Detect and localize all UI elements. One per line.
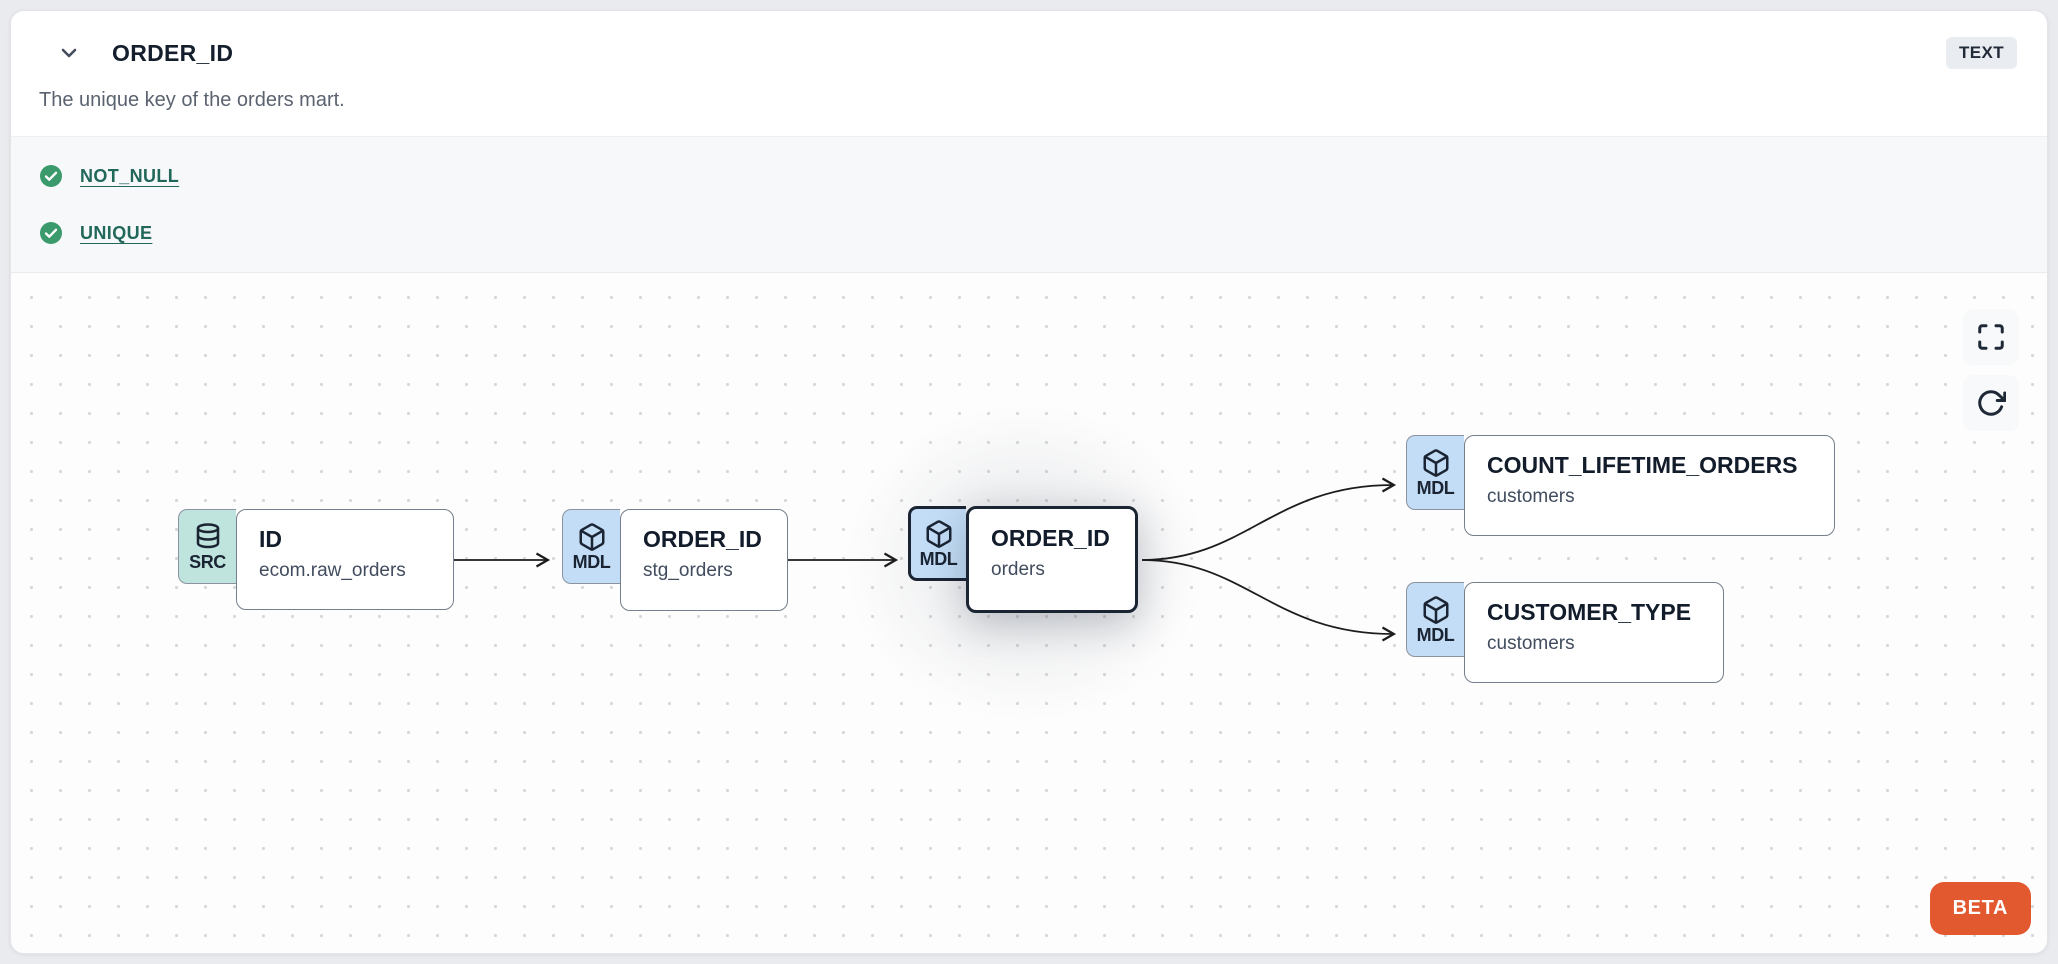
- node-kind-badge: SRC: [178, 509, 236, 584]
- cube-icon: [1423, 449, 1448, 477]
- canvas-controls: [1963, 309, 2019, 431]
- node-title: ID: [259, 526, 282, 552]
- node-kind-badge: MDL: [562, 509, 620, 584]
- tests-section: NOT_NULL UNIQUE: [11, 136, 2047, 273]
- test-link-not-null[interactable]: NOT_NULL: [80, 165, 180, 186]
- node-kind-badge: MDL: [908, 506, 966, 581]
- chevron-down-icon[interactable]: [56, 40, 82, 66]
- lineage-node-source-id[interactable]: SRC ID ecom.raw_orders: [178, 509, 454, 610]
- lineage-node-customer-type[interactable]: MDL CUSTOMER_TYPE customers: [1406, 582, 1724, 683]
- node-card: ORDER_ID stg_orders: [620, 509, 788, 611]
- fullscreen-icon: [1978, 324, 2004, 350]
- check-circle-icon: [40, 222, 62, 244]
- node-kind-badge: MDL: [1406, 435, 1464, 510]
- refresh-icon: [1978, 390, 2006, 416]
- node-title: ORDER_ID: [643, 526, 762, 552]
- node-subtitle: ecom.raw_orders: [259, 559, 406, 581]
- node-subtitle: customers: [1487, 485, 1575, 507]
- panel-header: ORDER_ID TEXT: [11, 11, 2047, 75]
- lineage-canvas[interactable]: SRC ID ecom.raw_orders MDL ORDER_ID stg_…: [11, 273, 2047, 953]
- database-icon: [196, 523, 219, 549]
- column-description: The unique key of the orders mart.: [39, 89, 345, 111]
- test-row: UNIQUE: [39, 221, 2019, 245]
- check-circle-icon: [40, 165, 62, 187]
- cube-icon: [579, 523, 604, 551]
- refresh-button[interactable]: [1963, 375, 2019, 431]
- node-title: CUSTOMER_TYPE: [1487, 599, 1692, 625]
- node-kind-badge: MDL: [1406, 582, 1464, 657]
- test-row: NOT_NULL: [39, 164, 2019, 188]
- lineage-node-stg-orders[interactable]: MDL ORDER_ID stg_orders: [562, 509, 788, 611]
- node-title: COUNT_LIFETIME_ORDERS: [1487, 452, 1798, 478]
- column-type-badge: TEXT: [1945, 37, 2017, 69]
- cube-icon: [1423, 596, 1448, 624]
- lineage-edges: [453, 477, 1397, 642]
- node-subtitle: customers: [1487, 632, 1575, 654]
- cube-icon: [926, 520, 951, 548]
- column-details-panel: ORDER_ID TEXT The unique key of the orde…: [10, 10, 2048, 954]
- column-title: ORDER_ID: [112, 39, 234, 66]
- test-link-unique[interactable]: UNIQUE: [80, 222, 153, 243]
- node-subtitle: stg_orders: [643, 559, 733, 581]
- node-subtitle: orders: [991, 558, 1045, 580]
- fullscreen-button[interactable]: [1963, 309, 2019, 365]
- node-card: ORDER_ID orders: [966, 506, 1138, 613]
- lineage-node-count-lifetime-orders[interactable]: MDL COUNT_LIFETIME_ORDERS customers: [1406, 435, 1835, 536]
- beta-badge: BETA: [1929, 882, 2031, 935]
- node-card: ID ecom.raw_orders: [236, 509, 454, 610]
- node-card: CUSTOMER_TYPE customers: [1464, 582, 1724, 683]
- node-card: COUNT_LIFETIME_ORDERS customers: [1464, 435, 1835, 536]
- lineage-node-orders-selected[interactable]: MDL ORDER_ID orders: [908, 506, 1138, 613]
- node-title: ORDER_ID: [991, 525, 1110, 551]
